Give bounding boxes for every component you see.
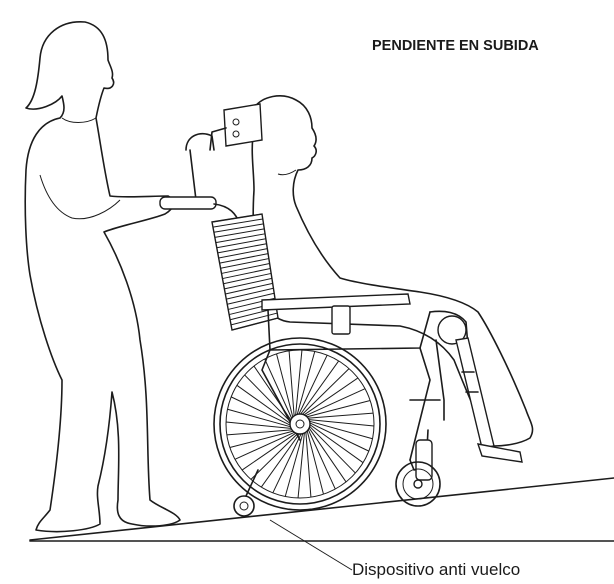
mesh-line	[218, 248, 268, 259]
spoke	[264, 358, 293, 420]
spoke	[302, 377, 359, 416]
spoke	[225, 421, 293, 429]
spoke	[307, 419, 375, 427]
upward-slope	[29, 477, 614, 541]
spoke	[297, 354, 328, 416]
spoke	[308, 420, 373, 440]
mesh-line	[222, 267, 271, 280]
spoke	[260, 432, 301, 488]
spoke	[295, 349, 303, 417]
mesh-line	[220, 258, 269, 269]
push-handle	[159, 132, 241, 225]
mesh-line	[231, 317, 279, 331]
spoke	[234, 431, 296, 460]
spoke	[288, 350, 295, 418]
spoke	[308, 421, 370, 452]
spoke	[230, 396, 292, 427]
caster-wheel	[395, 429, 441, 507]
occupant-figure	[251, 95, 534, 447]
mesh-line	[223, 272, 272, 285]
spoke	[297, 431, 305, 499]
spoke	[305, 400, 371, 418]
callout-leader	[269, 519, 353, 571]
mesh-line	[227, 292, 275, 305]
spoke	[236, 384, 292, 425]
spoke	[296, 351, 316, 416]
spoke	[301, 368, 350, 416]
headrest	[209, 103, 263, 151]
spoke	[284, 432, 304, 497]
anti-tip-label: Dispositivo anti vuelco	[352, 560, 521, 579]
mesh-line	[230, 312, 278, 326]
mesh-line	[224, 277, 273, 290]
seat-frame	[261, 293, 471, 461]
spoke	[306, 429, 324, 495]
spoke	[306, 412, 374, 419]
spoke	[299, 360, 340, 416]
spoke	[226, 429, 294, 436]
figure-title: PENDIENTE EN SUBIDA	[372, 38, 539, 54]
mesh-line	[215, 233, 266, 244]
spoke	[250, 432, 299, 480]
spoke	[253, 365, 292, 422]
spoke	[308, 425, 356, 474]
spoke	[305, 430, 312, 498]
mesh-line	[214, 228, 265, 238]
mesh-line	[211, 213, 263, 223]
spoke	[241, 432, 298, 471]
mesh-line	[216, 238, 266, 249]
rear-wheel	[213, 337, 387, 511]
spoke	[308, 426, 347, 483]
spoke	[307, 428, 336, 490]
mesh-line	[219, 253, 269, 264]
spoke	[276, 353, 294, 419]
mesh-line	[225, 282, 273, 295]
mesh-line	[212, 218, 263, 228]
leg-rest	[455, 337, 523, 463]
rear-wheel-spokes	[225, 349, 375, 499]
spoke	[272, 432, 303, 494]
mesh-line	[221, 263, 270, 274]
spoke	[308, 423, 364, 464]
spoke	[304, 388, 366, 417]
mesh-line	[226, 287, 274, 300]
mesh-line	[213, 223, 264, 233]
spoke	[229, 430, 295, 448]
spoke	[244, 374, 292, 423]
caregiver-figure	[24, 21, 181, 533]
anti-tip-device	[233, 469, 259, 517]
spoke	[227, 408, 292, 428]
mesh-line	[217, 243, 267, 254]
